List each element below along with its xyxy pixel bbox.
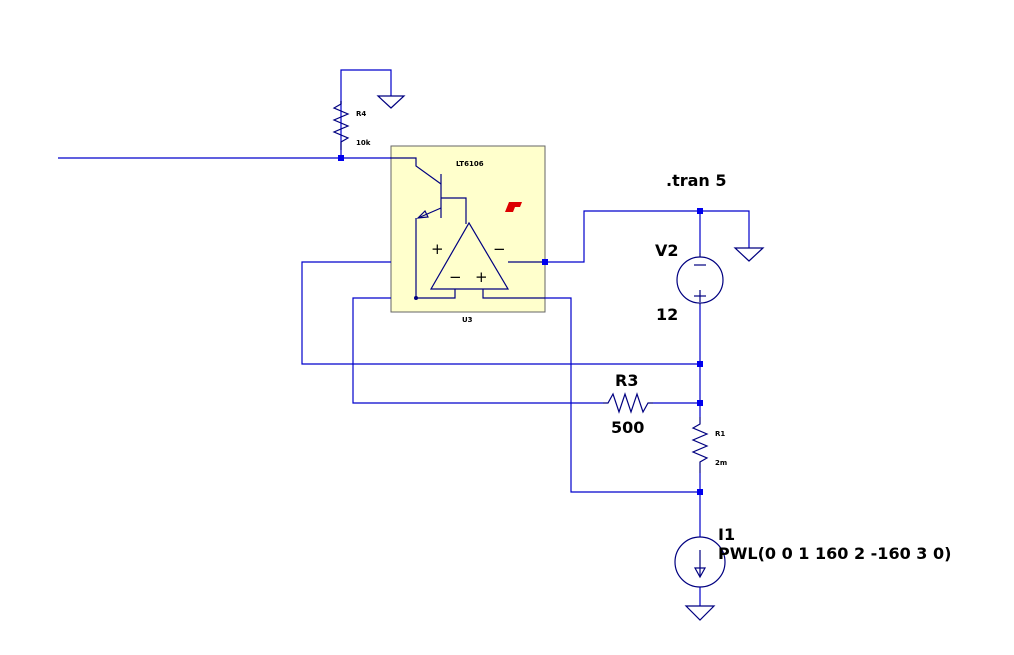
lt-logo-icon <box>505 202 522 212</box>
i1-value-label: PWL(0 0 1 160 2 -160 3 0) <box>718 544 951 563</box>
transistor-icon <box>390 157 467 298</box>
r3-value-label: 500 <box>611 418 644 437</box>
junction-dot <box>697 489 703 495</box>
ground-icon[interactable] <box>733 247 765 262</box>
opamp-icon: + − − + <box>416 221 545 299</box>
op-minus-inside: − <box>449 268 462 286</box>
r4-value-label: 10k <box>356 139 371 147</box>
junction-dot <box>338 155 344 161</box>
u3-ic[interactable]: LT6106 U3 + − − + <box>390 145 546 324</box>
op-minus-top: − <box>493 240 506 258</box>
u3-ref-label: U3 <box>462 316 473 324</box>
i1-ref-label: I1 <box>718 525 735 544</box>
wires <box>58 69 750 606</box>
resistor-r3[interactable]: R3 500 <box>603 371 653 437</box>
r3-ref-label: R3 <box>615 371 638 390</box>
tran-directive[interactable]: .tran 5 <box>666 171 727 190</box>
v2-ref-label: V2 <box>655 241 679 260</box>
r1-ref-label: R1 <box>715 430 725 438</box>
r1-value-label: 2m <box>715 459 727 467</box>
op-plus-inside: + <box>475 268 488 286</box>
v2-value-label: 12 <box>656 305 678 324</box>
junction-dot <box>697 400 703 406</box>
voltage-source-v2[interactable]: V2 12 <box>655 241 724 324</box>
resistor-r1[interactable]: R1 2m <box>691 417 727 473</box>
r4-ref-label: R4 <box>356 110 366 118</box>
op-plus-top: + <box>431 240 444 258</box>
junction-dot <box>697 208 703 214</box>
junction-dot <box>542 259 548 265</box>
u3-part-label: LT6106 <box>456 160 484 168</box>
ground-icon[interactable] <box>376 95 406 109</box>
current-source-i1[interactable]: I1 PWL(0 0 1 160 2 -160 3 0) <box>674 525 951 588</box>
ground-icon[interactable] <box>684 605 716 621</box>
junction-dot <box>697 361 703 367</box>
junction-dot <box>414 296 418 300</box>
resistor-r4[interactable]: R4 10k <box>332 101 371 150</box>
junctions <box>338 155 703 495</box>
